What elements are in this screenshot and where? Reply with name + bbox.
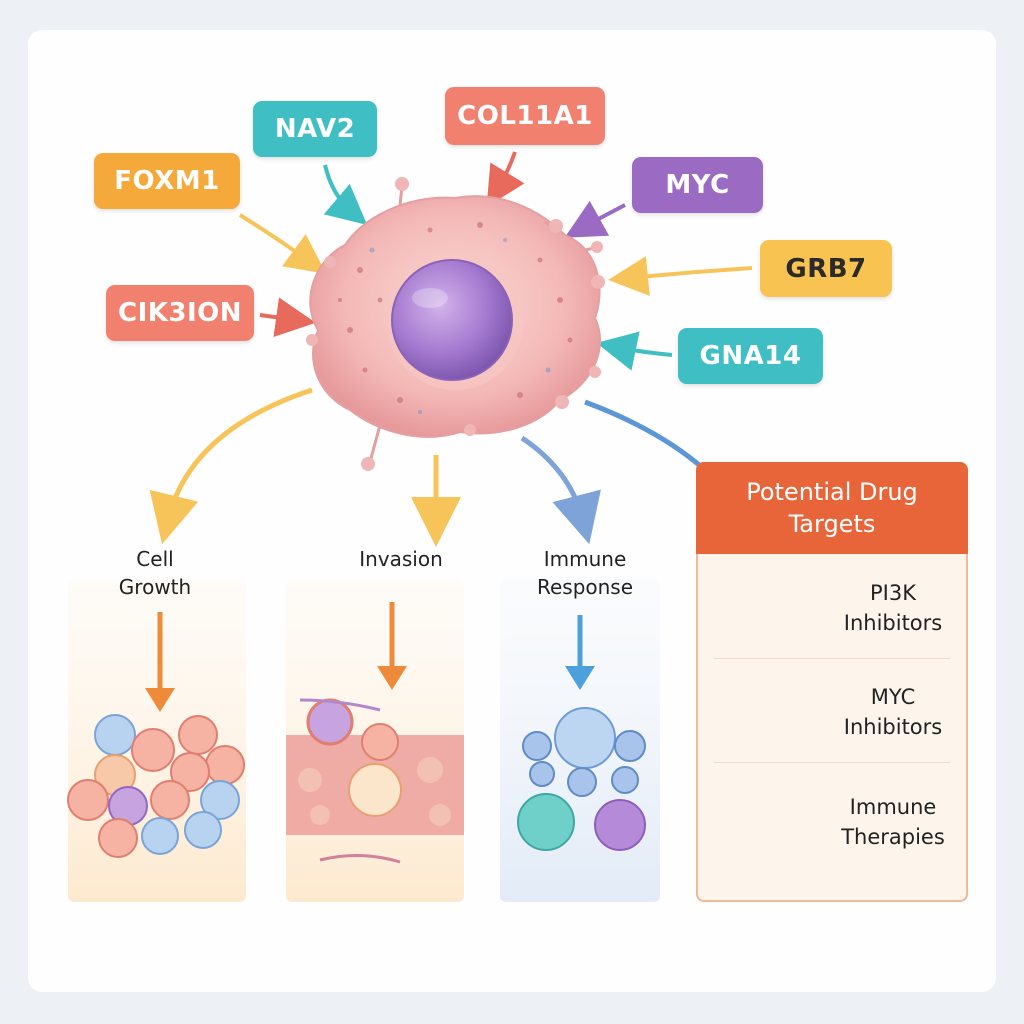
arrow-myc [564, 200, 626, 238]
arrow-foxm1 [238, 213, 327, 274]
label-immune-line2: Response [536, 575, 634, 599]
drug-targets-panel: Potential Drug Targets PI3K Inhibitors M… [696, 462, 968, 902]
drug-item-immune: Immune Therapies [698, 776, 966, 880]
gene-myc: MYC [632, 157, 763, 213]
label-immune-line1: Immune [543, 547, 627, 571]
gene-grb7: GRB7 [760, 240, 892, 297]
drug-item-pi3k-line1: PI3K [870, 581, 916, 605]
drug-item-myc-line1: MYC [870, 685, 916, 709]
drug-item-immune-text: Immune Therapies [828, 792, 958, 852]
gene-col11a1: COL11A1 [445, 87, 605, 145]
arrow-gna14 [596, 331, 673, 371]
drug-divider-2 [714, 762, 950, 763]
drug-item-myc-line2: Inhibitors [843, 715, 943, 739]
drug-targets-title-line1: Potential Drug [746, 478, 918, 506]
drug-item-myc-text: MYC Inhibitors [828, 682, 958, 742]
label-cell-growth-line2: Growth [118, 575, 192, 599]
drug-targets-title-line2: Targets [788, 510, 876, 538]
gene-nav2: NAV2 [253, 101, 377, 157]
arrow-cik3ion [259, 297, 316, 338]
drug-item-immune-line2: Therapies [841, 825, 945, 849]
cancer-cell [306, 177, 605, 471]
arrow-col11a1 [486, 151, 525, 208]
drug-item-immune-line1: Immune [849, 795, 937, 819]
drug-item-myc: MYC Inhibitors [698, 666, 966, 770]
immune-illustration [517, 615, 646, 851]
gene-gna14: GNA14 [678, 328, 823, 384]
arrow-to-drug-targets [584, 399, 707, 472]
cell-growth-illustration [67, 612, 245, 858]
gene-cik3ion: CIK3ION [106, 285, 254, 341]
invasion-illustration [286, 602, 464, 864]
arrow-to-cell-growth [149, 387, 313, 545]
arrow-to-immune [520, 435, 601, 545]
label-cell-growth-line1: Cell [136, 547, 174, 571]
label-immune-response: Immune Response [515, 545, 655, 601]
drug-item-pi3k: PI3K Inhibitors [698, 562, 966, 666]
label-invasion: Invasion [359, 547, 443, 571]
gene-foxm1: FOXM1 [94, 153, 240, 209]
arrow-nav2 [323, 164, 368, 225]
label-cell-growth: Cell Growth [95, 545, 215, 601]
drug-item-pi3k-text: PI3K Inhibitors [828, 578, 958, 638]
drug-targets-header: Potential Drug Targets [696, 462, 968, 554]
drug-divider-1 [714, 658, 950, 659]
arrow-grb7 [608, 256, 753, 296]
drug-item-pi3k-line2: Inhibitors [843, 611, 943, 635]
